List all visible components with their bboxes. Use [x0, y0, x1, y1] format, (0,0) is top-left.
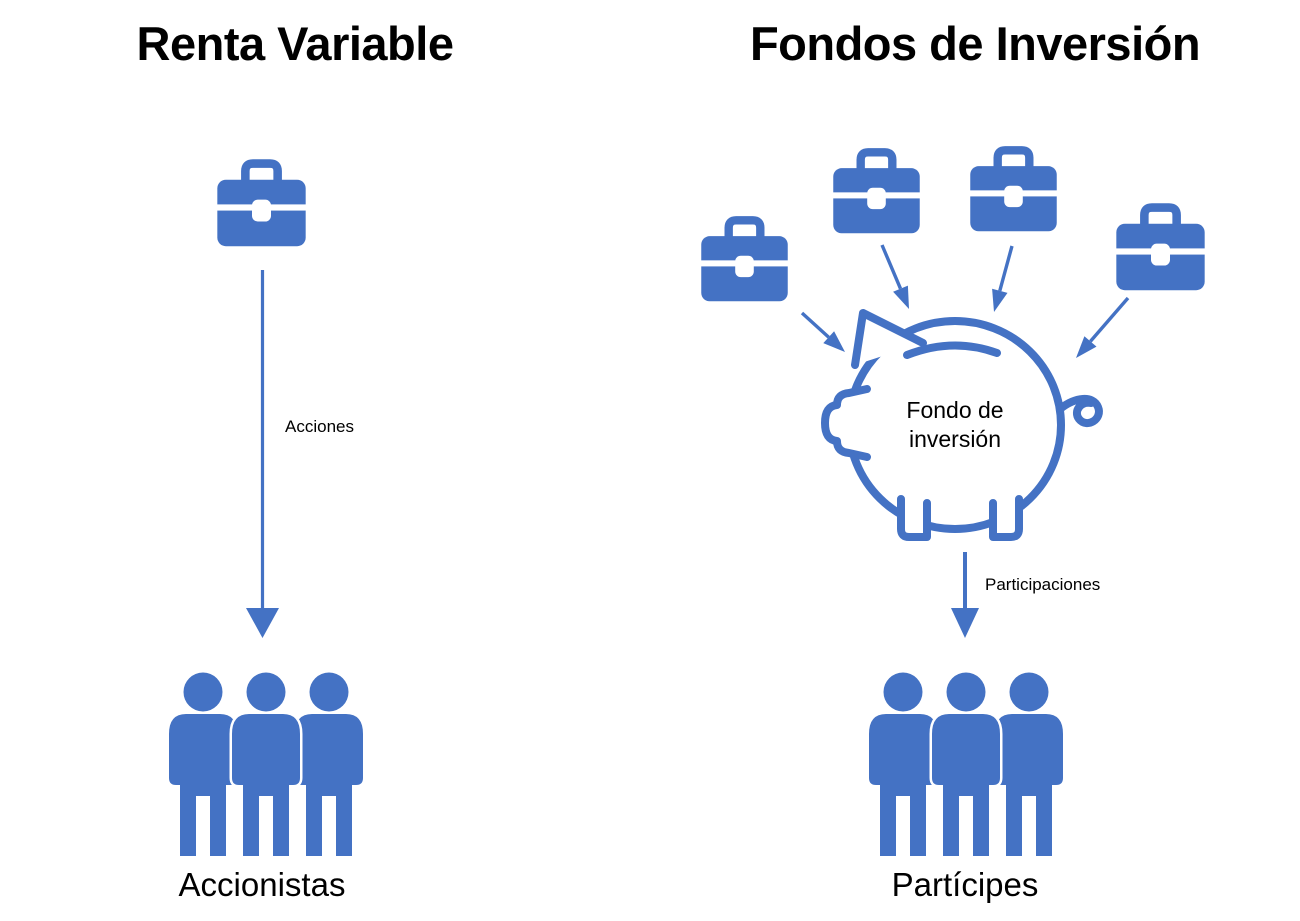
- piggy-bank-icon: [821, 309, 1103, 541]
- briefcase-icon: [967, 142, 1060, 235]
- participes-label: Partícipes: [891, 866, 1039, 903]
- inflow-arrow-icon: [1076, 296, 1130, 358]
- accionistas-label: Accionistas: [178, 866, 346, 903]
- briefcase-icon: [214, 155, 309, 250]
- people-group-icon: [166, 670, 366, 860]
- inflow-arrow-icon: [992, 245, 1014, 312]
- fondos-inversion-title: Fondos de Inversión: [749, 17, 1201, 70]
- acciones-label: Acciones: [285, 417, 354, 436]
- people-group-icon: [866, 670, 1066, 860]
- briefcase-icon: [830, 144, 923, 237]
- briefcase-icon: [698, 212, 791, 305]
- fund-label: Fondo de inversión: [906, 397, 1004, 452]
- inflow-arrow-icon: [800, 311, 845, 352]
- inflow-arrows: [800, 244, 1130, 358]
- inflow-arrow-icon: [880, 244, 909, 309]
- participaciones-label: Participaciones: [985, 575, 1101, 594]
- renta-variable-title: Renta Variable: [136, 17, 454, 70]
- down-arrow-icon: [246, 270, 279, 638]
- down-arrow-icon: [951, 552, 979, 638]
